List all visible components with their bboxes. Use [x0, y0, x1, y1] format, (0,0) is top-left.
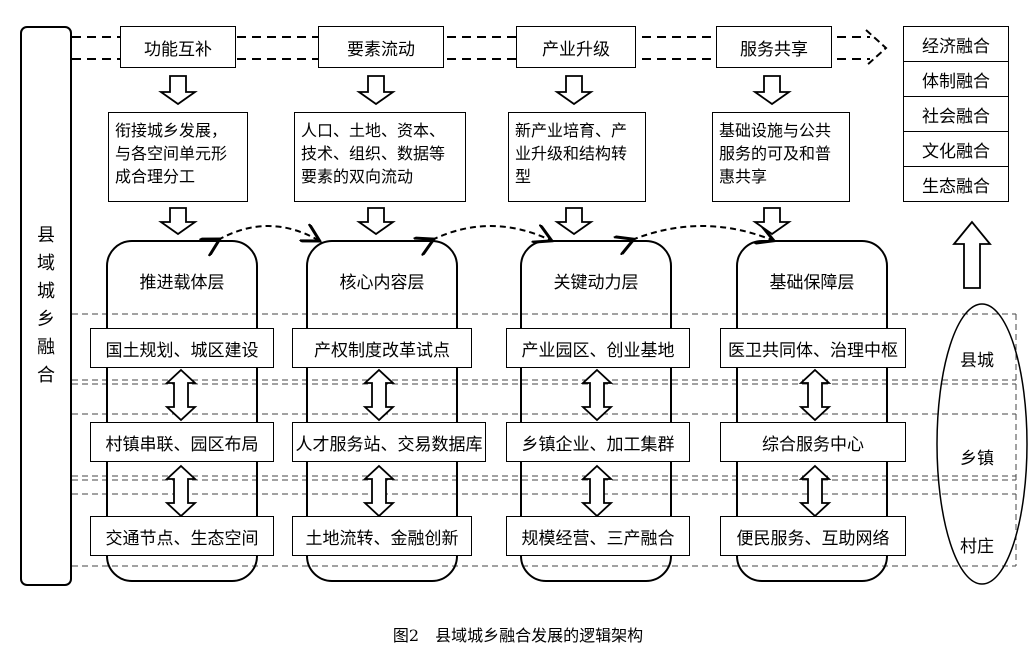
left-label-bar: 县域城乡融合 — [20, 26, 72, 586]
down-arrows — [158, 75, 792, 236]
layer-title-1: 推进载体层 — [139, 273, 225, 293]
cell-1-county: 国土规划、城区建设 — [90, 328, 274, 368]
level-label-county: 县城 — [960, 351, 994, 371]
merge-item: 经济融合 — [904, 27, 1008, 62]
level-label-town: 乡镇 — [960, 449, 994, 469]
up-arrow — [952, 220, 992, 289]
cell-1-town: 村镇串联、园区布局 — [90, 422, 274, 462]
figure-caption: 图2 县域城乡融合发展的逻辑架构 — [392, 626, 644, 645]
layer-title-2: 核心内容层 — [339, 273, 425, 293]
level-label-village: 村庄 — [960, 537, 994, 557]
function-box-3: 产业升级 — [516, 26, 636, 68]
layer-column-1 — [106, 240, 258, 582]
levels-ellipse — [936, 303, 1028, 585]
cell-2-county: 产权制度改革试点 — [292, 328, 472, 368]
merge-item: 文化融合 — [904, 132, 1008, 167]
layer-column-2 — [306, 240, 458, 582]
merge-item: 体制融合 — [904, 62, 1008, 97]
function-box-4: 服务共享 — [716, 26, 832, 68]
cell-4-county: 医卫共同体、治理中枢 — [720, 328, 906, 368]
cell-2-town: 人才服务站、交易数据库 — [292, 422, 486, 462]
description-box-3: 新产业培育、产业升级和结构转型 — [508, 112, 646, 202]
merge-item: 生态融合 — [922, 176, 990, 197]
layer-title-3: 关键动力层 — [553, 273, 639, 293]
description-box-4: 基础设施与公共服务的可及和普惠共享 — [712, 112, 850, 202]
left-label: 县域城乡融合 — [37, 225, 55, 386]
curved-links — [218, 226, 772, 240]
cell-3-town: 乡镇企业、加工集群 — [506, 422, 690, 462]
cell-3-village: 规模经营、三产融合 — [506, 516, 690, 556]
cell-4-village: 便民服务、互助网络 — [720, 516, 906, 556]
double-arrows — [164, 368, 832, 518]
top-dashed-arrowhead — [865, 29, 888, 67]
description-box-2: 人口、土地、资本、技术、组织、数据等要素的双向流动 — [294, 112, 466, 202]
layer-title-4: 基础保障层 — [769, 273, 855, 293]
description-box-1: 衔接城乡发展，与各空间单元形成合理分工 — [108, 112, 248, 202]
function-box-2: 要素流动 — [318, 26, 444, 68]
layer-column-3 — [520, 240, 672, 582]
cell-2-village: 土地流转、金融创新 — [292, 516, 472, 556]
layer-column-4 — [736, 240, 888, 582]
function-box-1: 功能互补 — [120, 26, 236, 68]
cell-3-county: 产业园区、创业基地 — [506, 328, 690, 368]
cell-1-village: 交通节点、生态空间 — [90, 516, 274, 556]
merges-box: 经济融合 体制融合 社会融合 文化融合 生态融合 — [903, 26, 1009, 202]
cell-4-town: 综合服务中心 — [720, 422, 906, 462]
merge-item: 社会融合 — [904, 97, 1008, 132]
